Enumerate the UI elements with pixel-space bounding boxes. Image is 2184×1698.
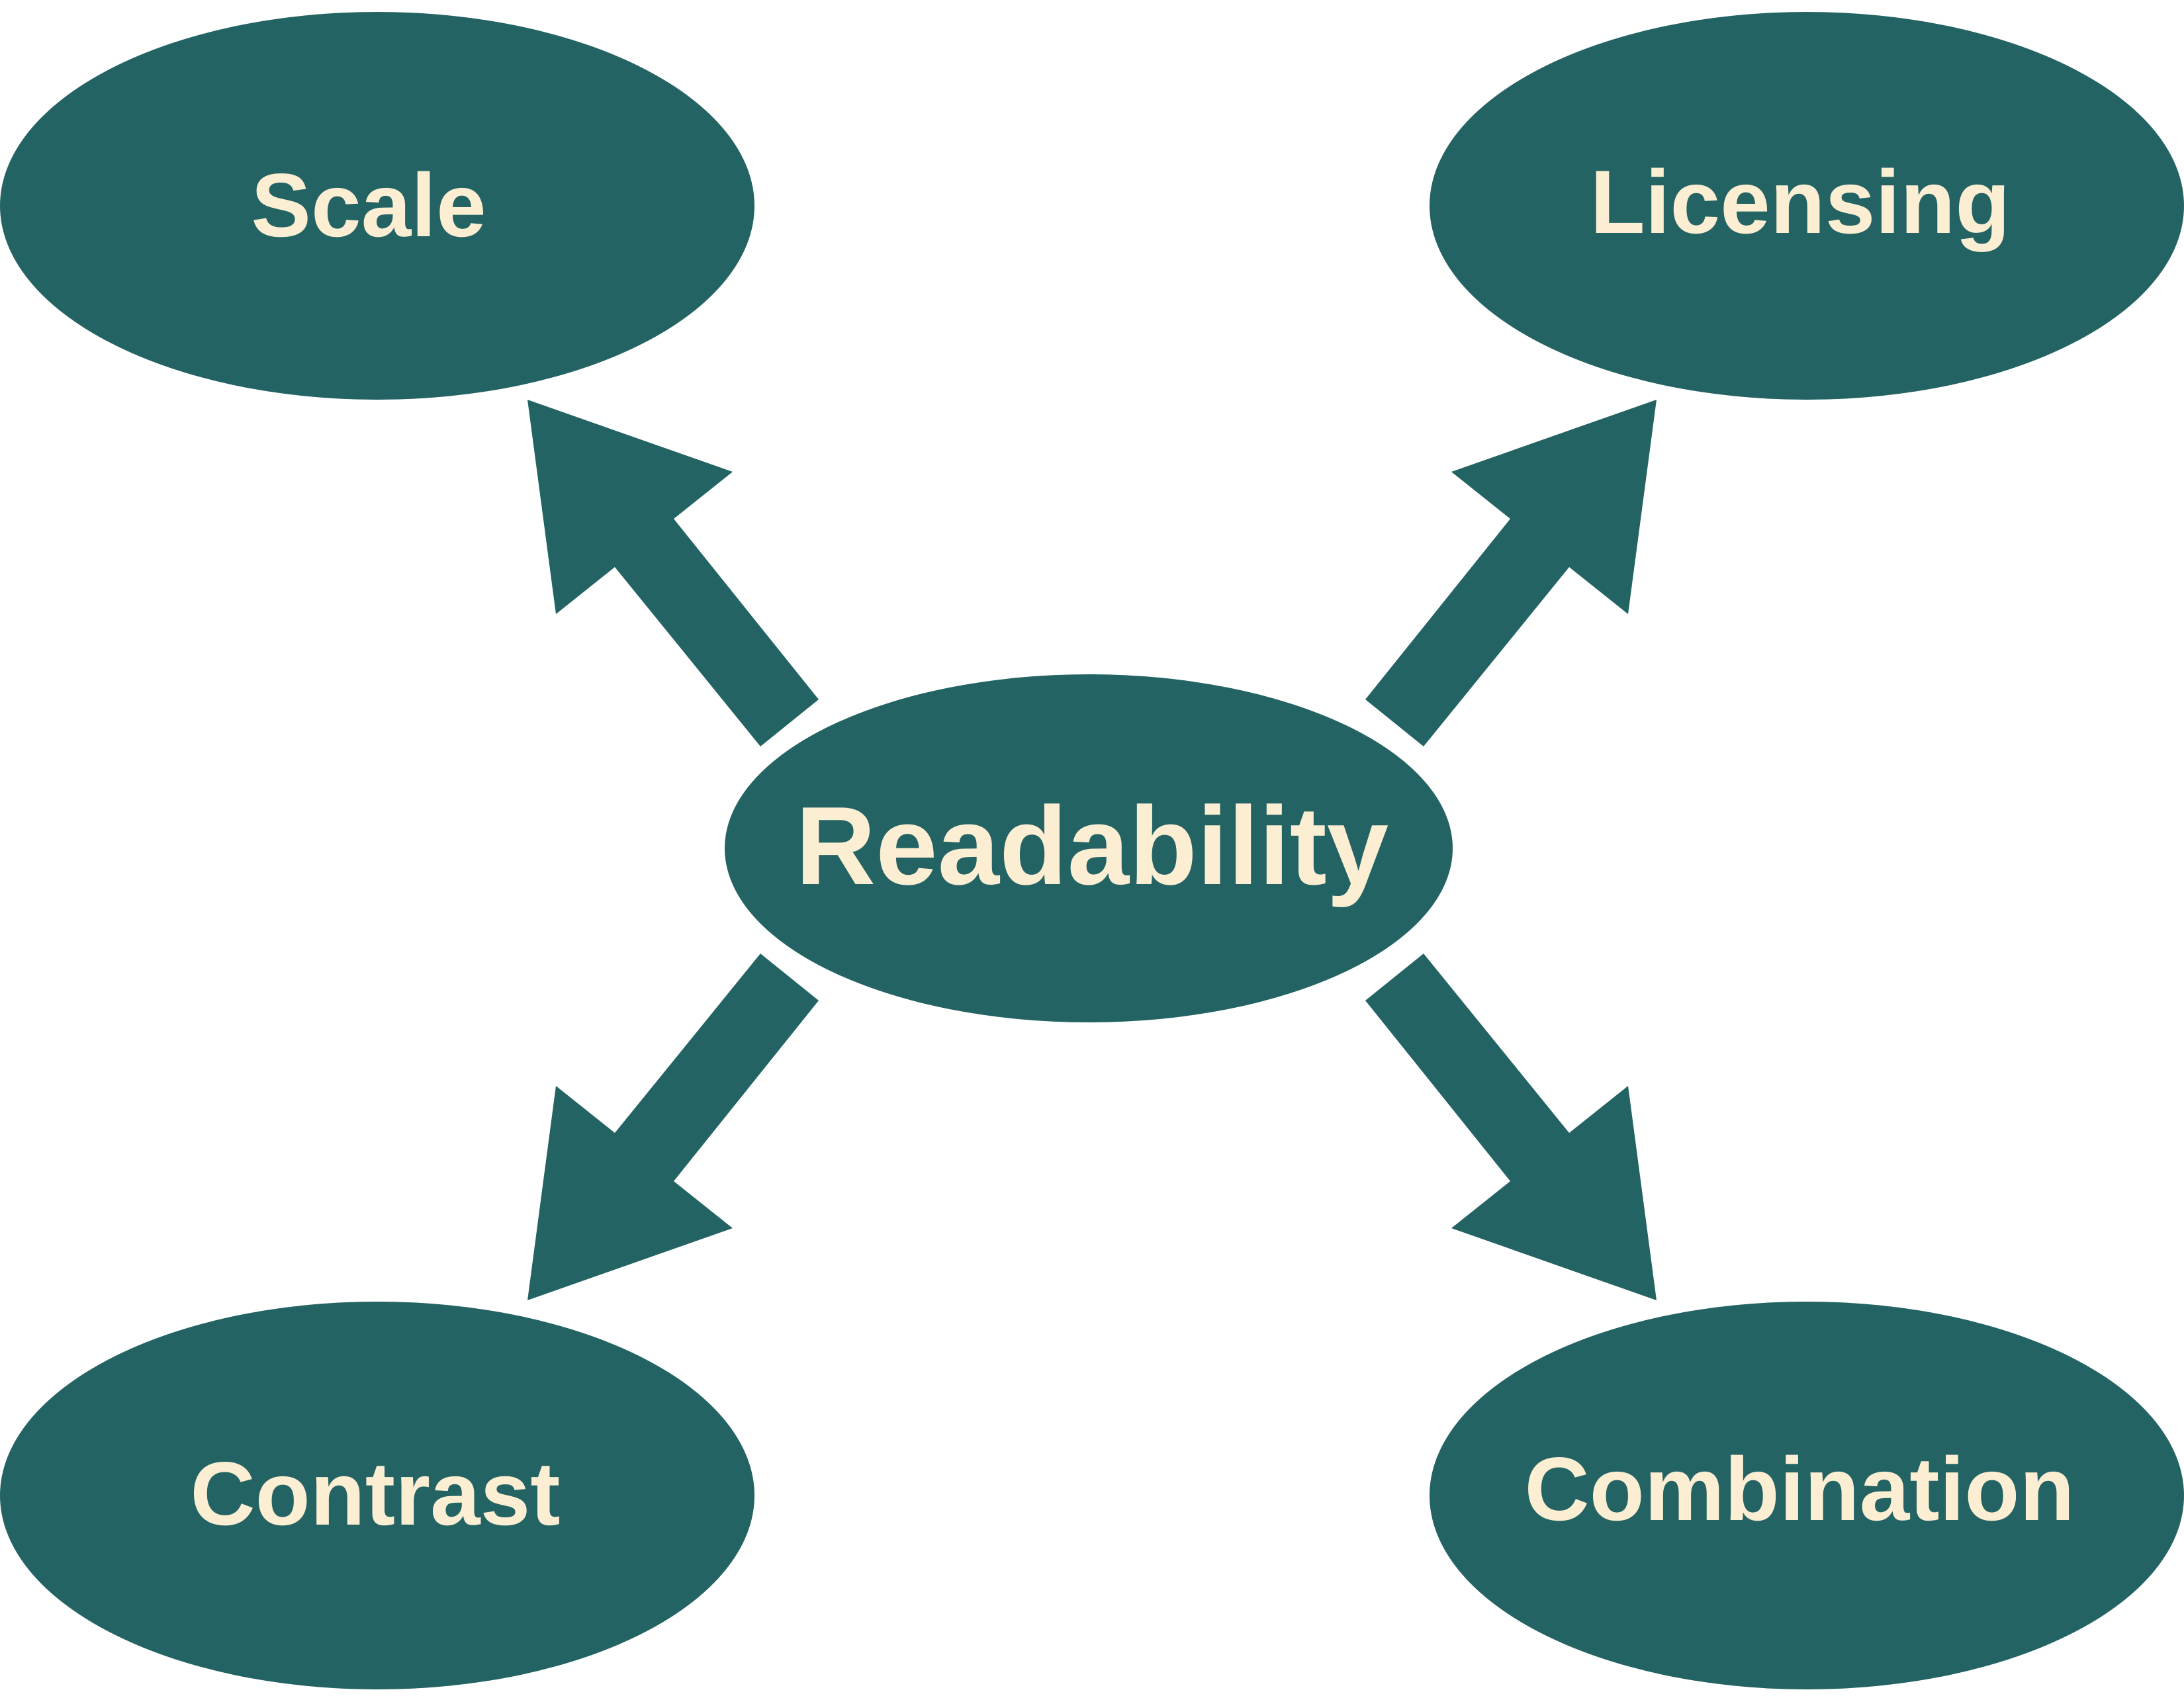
- node-combination-label: Combination: [1524, 1439, 2074, 1539]
- node-combination: Combination: [1430, 1302, 2184, 1689]
- node-readability-label: Readability: [796, 783, 1388, 908]
- node-scale-label: Scale: [251, 155, 486, 255]
- arrow-to-scale: [527, 400, 819, 746]
- arrow-to-licensing: [1365, 400, 1657, 746]
- node-scale: Scale: [0, 12, 754, 400]
- node-licensing-label: Licensing: [1590, 152, 2011, 252]
- node-contrast: Contrast: [0, 1302, 754, 1689]
- arrow-to-combination: [1365, 954, 1657, 1300]
- node-readability: Readability: [725, 674, 1453, 1022]
- node-contrast-label: Contrast: [190, 1443, 560, 1544]
- arrow-to-contrast: [527, 954, 819, 1300]
- node-licensing: Licensing: [1430, 12, 2184, 400]
